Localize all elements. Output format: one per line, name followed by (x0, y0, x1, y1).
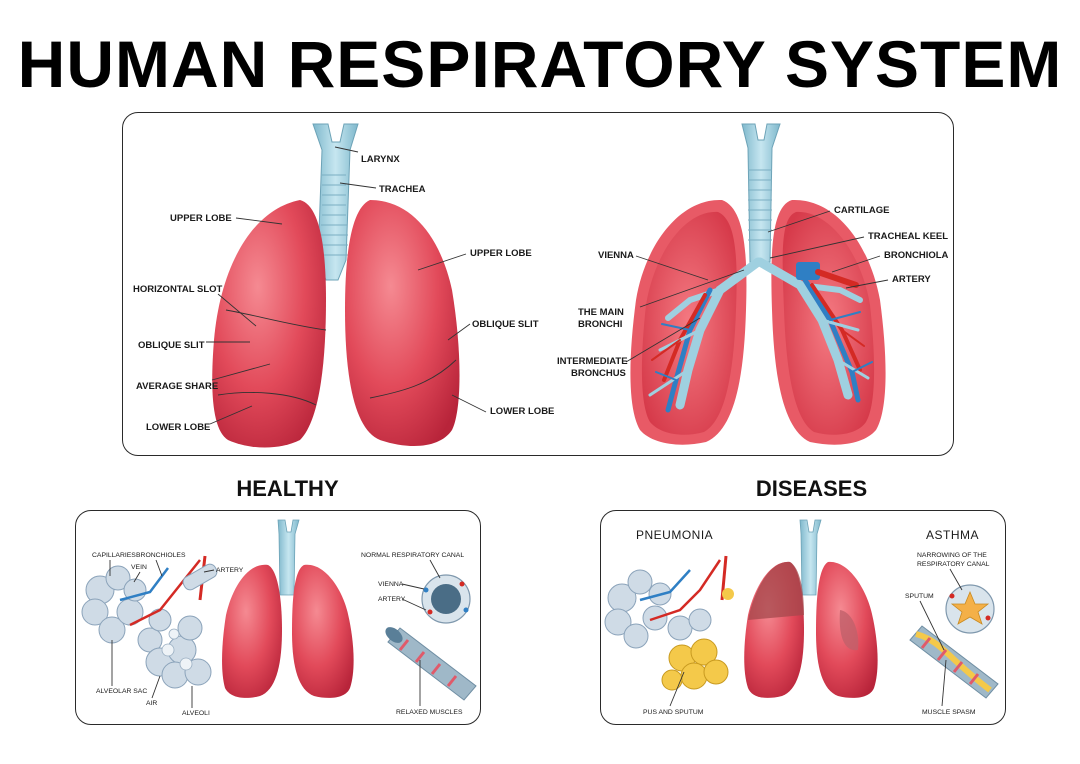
healthy-labels: CAPILLARIES BRONCHIOLES VEIN ARTERY ALVE… (92, 552, 244, 717)
label-capillaries: CAPILLARIES (92, 552, 136, 559)
label-oblique-slit-left: OBLIQUE SLIT (138, 340, 205, 351)
exterior-lung-right (345, 200, 460, 446)
label-artery-main: ARTERY (892, 274, 931, 285)
label-bronchioles: BRONCHIOLES (136, 552, 186, 559)
interior-labels: CARTILAGE TRACHEAL KEEL BRONCHIOLA ARTER… (557, 205, 949, 379)
interior-lungs (630, 123, 886, 445)
healthy-lungs (222, 519, 354, 698)
label-sputum: SPUTUM (905, 593, 934, 600)
label-air: AIR (146, 700, 157, 707)
label-muscle-spasm: MUSCLE SPASM (922, 709, 976, 716)
asthma-heading: ASTHMA (926, 528, 979, 542)
label-vein: VEIN (131, 564, 147, 571)
label-pus-and-sputum: PUS AND SPUTUM (643, 709, 704, 716)
diseases-labels: NARROWING OF THE RESPIRATORY CANAL SPUTU… (643, 552, 990, 716)
label-average-share: AVERAGE SHARE (136, 381, 218, 392)
asthma-canal-illustration (909, 584, 999, 699)
label-bronchiola: BRONCHIOLA (884, 250, 949, 261)
label-alveolar-sac: ALVEOLAR SAC (96, 688, 147, 695)
label-normal-canal: NORMAL RESPIRATORY CANAL (361, 552, 464, 559)
label-trachea: TRACHEA (379, 184, 426, 195)
normal-canal-illustration (385, 574, 477, 701)
diseases-heading: DISEASES (755, 476, 868, 501)
label-narrowing-2: RESPIRATORY CANAL (917, 561, 990, 568)
label-artery-healthy: ARTERY (216, 567, 244, 574)
label-tracheal-keel: TRACHEAL KEEL (868, 231, 948, 242)
diseased-lungs (744, 519, 878, 698)
label-relaxed-muscles: RELAXED MUSCLES (396, 709, 463, 716)
healthy-alveoli-illustration (81, 555, 218, 689)
label-horizontal-slot: HORIZONTAL SLOT (133, 284, 223, 295)
healthy-heading: HEALTHY (236, 476, 339, 501)
exterior-lungs (212, 123, 460, 448)
interior-trachea (741, 123, 781, 263)
exterior-labels: LARYNX TRACHEA UPPER LOBE HORIZONTAL SLO… (133, 146, 554, 433)
label-narrowing-1: NARROWING OF THE (917, 552, 987, 559)
label-main-bronchi-2: BRONCHI (578, 319, 622, 330)
label-vienna: VIENNA (598, 250, 634, 261)
page-title: HUMAN RESPIRATORY SYSTEM (17, 27, 1063, 101)
label-cartilage: CARTILAGE (834, 205, 889, 216)
label-upper-lobe-right: UPPER LOBE (470, 248, 532, 259)
label-larynx: LARYNX (361, 154, 400, 165)
label-vienna-healthy: VIENNA (378, 581, 404, 588)
label-main-bronchi-1: THE MAIN (578, 307, 624, 318)
pneumonia-alveoli-illustration (604, 555, 734, 691)
label-intermediate-1: INTERMEDIATE (557, 356, 628, 367)
label-lower-lobe-right: LOWER LOBE (490, 406, 554, 417)
label-lower-lobe-left: LOWER LOBE (146, 422, 210, 433)
pneumonia-heading: PNEUMONIA (636, 528, 713, 542)
label-oblique-slit-right: OBLIQUE SLIT (472, 319, 539, 330)
label-upper-lobe-left: UPPER LOBE (170, 213, 232, 224)
label-alveoli: ALVEOLI (182, 710, 210, 717)
exterior-lung-left (212, 200, 326, 448)
normal-canal-labels: NORMAL RESPIRATORY CANAL VIENNA ARTERY R… (361, 552, 464, 716)
label-artery-canal: ARTERY (378, 596, 406, 603)
label-intermediate-2: BRONCHUS (571, 368, 626, 379)
